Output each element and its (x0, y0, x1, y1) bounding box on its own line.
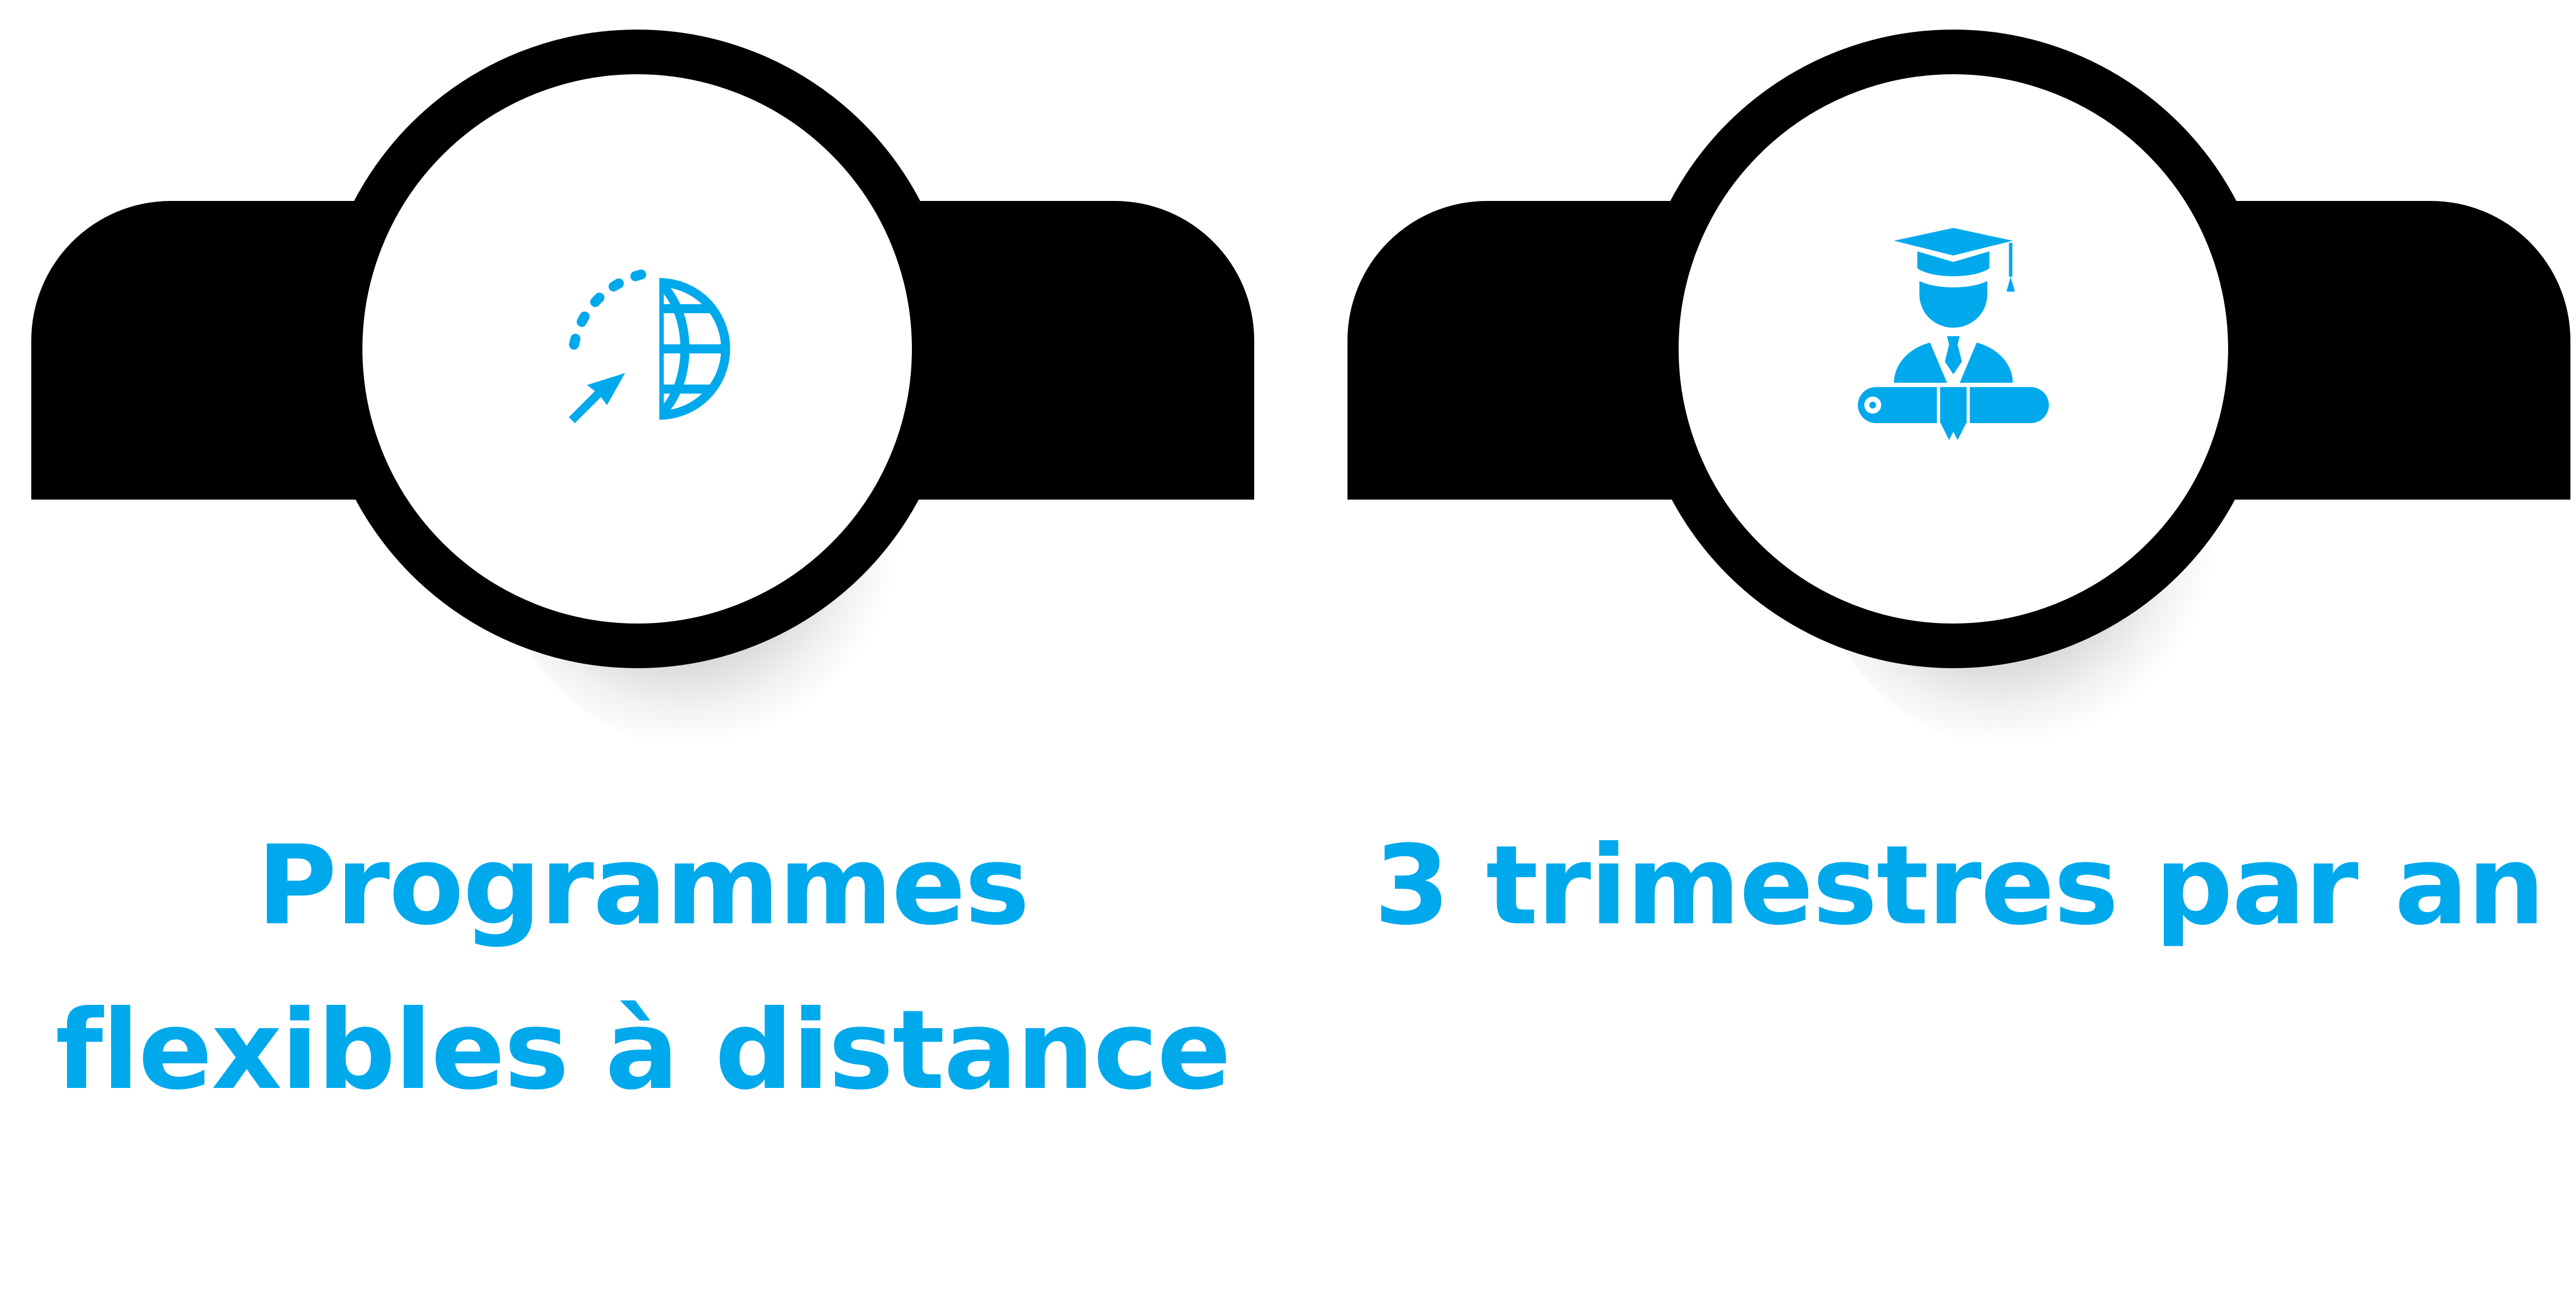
feature-card-trimesters: 3 trimestres par an (1347, 0, 2570, 1309)
icon-circle (1634, 30, 2273, 668)
feature-label: 3 trimestres par an (1374, 822, 2545, 950)
graduate-diploma-icon (1847, 220, 2059, 477)
icon-circle (318, 30, 957, 668)
feature-card-distance-programs: Programmes flexibles à distance (31, 0, 1254, 1309)
feature-label: Programmes flexibles à distance (55, 822, 1231, 1114)
globe-cursor-icon (537, 248, 738, 449)
